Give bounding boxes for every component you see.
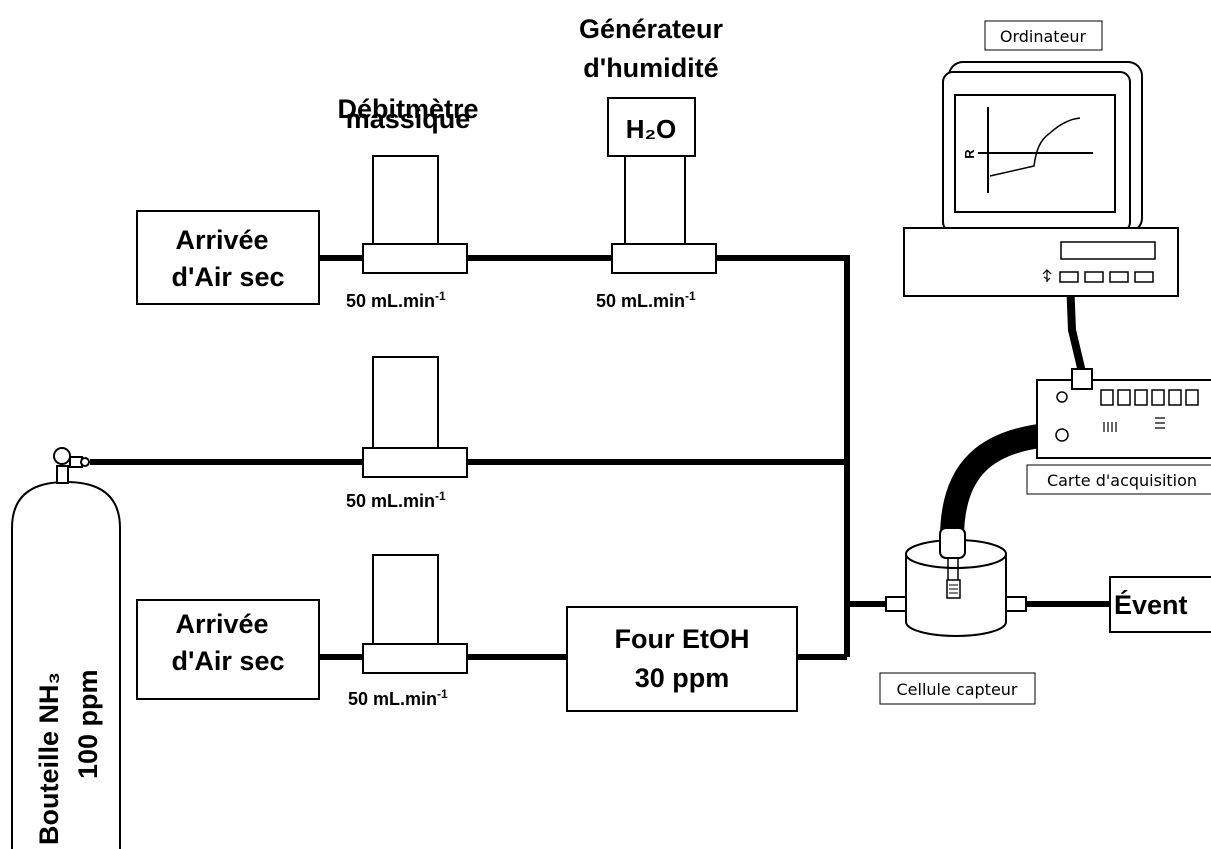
cylinder-body (11, 480, 121, 849)
vent-box (1109, 576, 1211, 633)
flow-rate-bottom-meter: 50 mL.min-1 (348, 687, 448, 709)
dry-air-bottom-line1: Arrivée (175, 609, 268, 639)
acquisition-label-box: Carte d'acquisition (1026, 464, 1211, 495)
dry-air-top-line2: d'Air sec (172, 262, 285, 292)
flowmeter-bottom-base (362, 643, 468, 674)
dry-air-bottom-line2: d'Air sec (172, 646, 285, 676)
acquisition-label: Carte d'acquisition (1047, 471, 1197, 490)
humidity-body (624, 155, 686, 245)
mass-flow-meter-top: Débitmètre massique 50 mL.min-1 (337, 94, 478, 311)
graph-curve (989, 117, 1081, 177)
sensor-chip-icon (946, 579, 961, 599)
flow-rate-top-meter: 50 mL.min-1 (346, 289, 446, 311)
cylinder-label-line2: 100 ppm (73, 669, 103, 779)
flowmeter-top-body (372, 155, 439, 245)
dry-air-box-bottom (136, 599, 320, 700)
humidity-water-box (607, 97, 696, 157)
usb-icon (1042, 269, 1052, 282)
vent-label: Évent (1114, 589, 1188, 620)
sensor-cell-label: Cellule capteur (896, 680, 1017, 699)
cell-probe-cap (939, 527, 966, 559)
oven-line1: Four EtOH (615, 624, 750, 654)
oven-box (566, 606, 798, 712)
mass-flow-meter-middle: 50 mL.min-1 (346, 356, 468, 511)
computer-drive-slot (1060, 241, 1156, 260)
graph-axis-label: R (962, 149, 977, 159)
humidity-base (611, 243, 717, 274)
cell-inlet-port (885, 596, 907, 612)
humidity-water-label: H₂O (626, 114, 677, 144)
vent: Évent (1109, 576, 1211, 633)
dry-air-top-line1: Arrivée (175, 225, 268, 255)
computer-case (903, 227, 1179, 297)
oven-line2: 30 ppm (635, 663, 730, 693)
flowmeter-title-line2: massique (346, 104, 471, 134)
ethanol-oven: Four EtOH 30 ppm (566, 606, 798, 712)
computer-label-box: Ordinateur (984, 20, 1103, 51)
humidity-generator: Générateur d'humidité H₂O 50 mL.min-1 (579, 14, 724, 311)
card-connectors (1100, 389, 1199, 406)
humidity-title-line2: d'humidité (583, 53, 718, 83)
sensor-cell (885, 527, 1027, 637)
card-chips (1103, 417, 1165, 432)
flowmeter-middle-body (372, 356, 439, 449)
humidity-title-line1: Générateur (579, 14, 724, 44)
flowmeter-title-line1: Débitmètre (337, 94, 478, 124)
flow-rate-humidity: 50 mL.min-1 (596, 289, 696, 311)
flowmeter-top-base (362, 243, 468, 274)
card-usb-port (1071, 368, 1093, 390)
cell-to-card-cable (940, 422, 1061, 539)
mass-flow-meter-bottom: 50 mL.min-1 (348, 554, 468, 709)
acquisition-card (1036, 368, 1211, 459)
cylinder-label-line1: Bouteille NH₃ (34, 672, 64, 845)
flowmeter-bottom-body (372, 554, 439, 645)
flowmeter-middle-base (362, 447, 468, 478)
dry-air-inlet-bottom: Arrivée d'Air sec (136, 599, 320, 700)
computer-label: Ordinateur (1000, 27, 1087, 46)
gas-cylinder: Bouteille NH₃ 100 ppm (11, 447, 121, 849)
response-graph (978, 107, 1093, 193)
computer: Ordinateur R (903, 20, 1179, 297)
computer-ports (1059, 271, 1154, 283)
tube-humidity-to-manifold (716, 255, 850, 657)
dry-air-box-top (136, 210, 320, 305)
card-mount-hole (1056, 391, 1068, 403)
sensor-cell-label-box: Cellule capteur (879, 672, 1036, 705)
dry-air-inlet-top: Arrivée d'Air sec (136, 210, 320, 305)
cylinder-neck (56, 465, 69, 484)
cell-outlet-port (1005, 596, 1027, 612)
gas-valve-icon (53, 447, 90, 468)
flow-rate-middle-meter: 50 mL.min-1 (346, 489, 446, 511)
card-cable-socket (1055, 428, 1069, 442)
